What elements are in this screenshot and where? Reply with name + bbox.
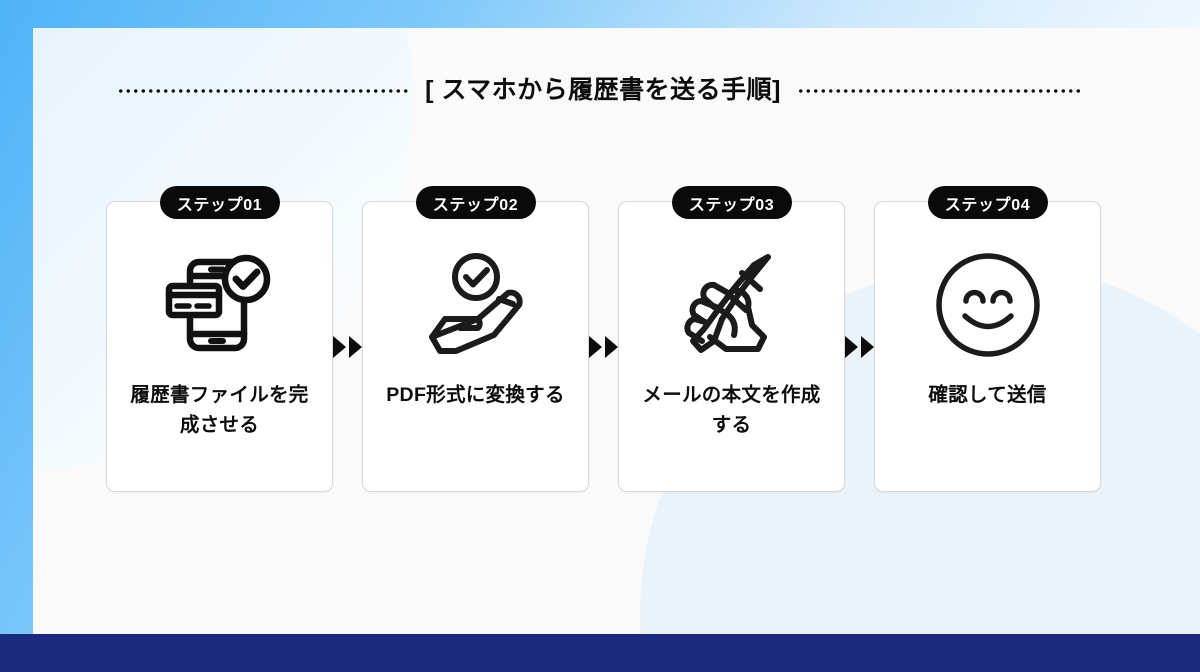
triangle-a [845,335,858,358]
smartphone-document-check-icon [161,246,279,364]
double-chevron-right-icon-3 [845,201,874,492]
dotted-rule-right [796,88,1083,93]
card-1: ステップ01 履歴 [106,186,333,492]
triangle-b [349,335,362,358]
step-badge-4: ステップ04 [927,186,1048,219]
triangle-b [605,335,618,358]
double-chevron-right-icon-1 [333,201,362,492]
card-3: ステップ03 メールの本文を作成する [618,186,845,492]
card-label-3: メールの本文を作成する [642,384,821,436]
step-badge-3: ステップ03 [671,186,792,219]
hand-holding-check-icon [417,246,535,364]
card-label-4: 確認して送信 [928,384,1047,406]
footer-bar [0,634,1200,672]
triangle-a [333,335,346,358]
triangle-a [589,335,602,358]
double-chevron-right-icon-2 [589,201,618,492]
card-label-1: 履歴書ファイルを完成させる [130,384,309,436]
card-4: ステップ04 確認して送信 [874,186,1101,492]
hand-writing-pencil-icon [673,246,791,364]
step-card-4: ステップ04 確認して送信 [874,185,1101,492]
triangle-b [861,335,874,358]
page-heading: [ スマホから履歴書を送る手順] [0,78,1200,103]
step-card-3: ステップ03 メールの本文を作成する [618,185,845,492]
card-2: ステップ02 PDF形式に変換する [362,186,589,492]
dotted-rule-left [117,88,410,93]
step-badge-2: ステップ02 [415,186,536,219]
page-title: [ スマホから履歴書を送る手順] [425,76,781,104]
card-label-2: PDF形式に変換する [386,384,565,406]
smiley-face-icon [929,246,1047,364]
step-card-1: ステップ01 履歴 [106,185,333,492]
steps-row: ステップ01 履歴 [106,185,1101,492]
step-badge-1: ステップ01 [159,186,280,219]
step-card-2: ステップ02 PDF形式に変換する [362,185,589,492]
